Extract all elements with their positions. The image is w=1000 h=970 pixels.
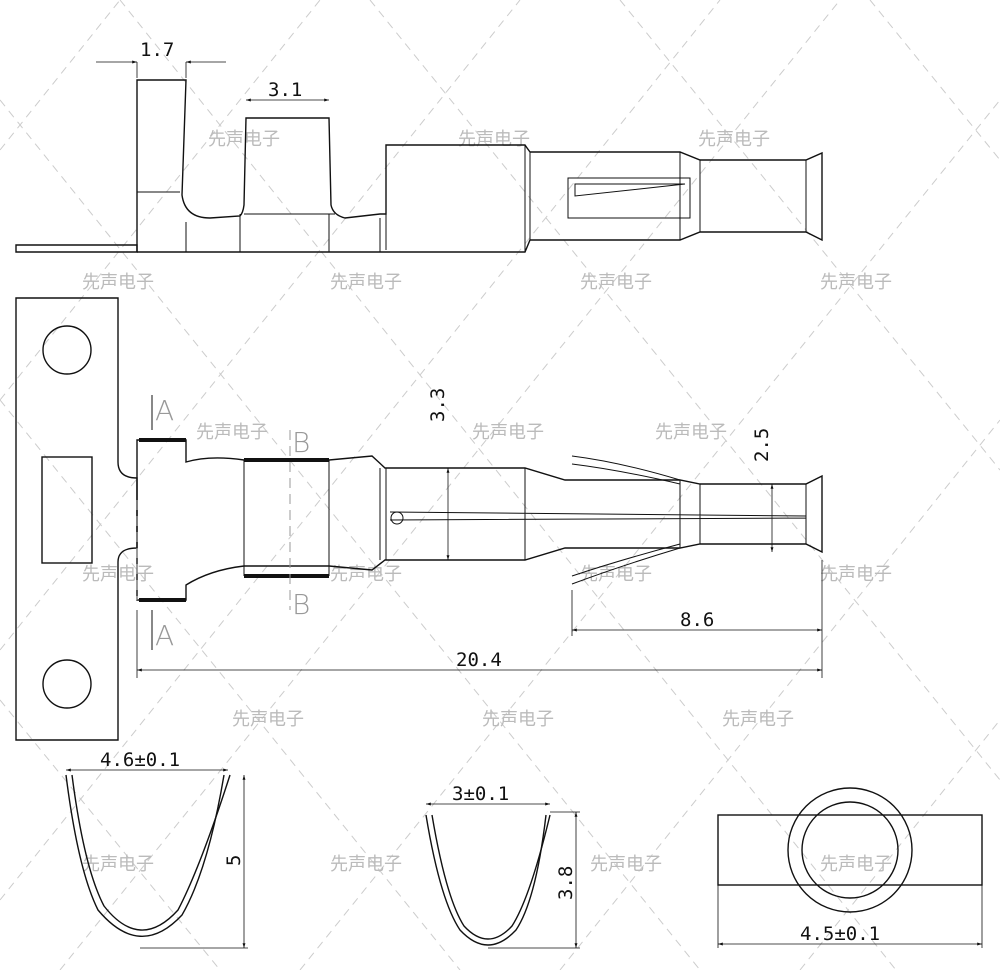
end-view: 4.5±0.1 — [717, 787, 983, 948]
svg-text:先声电子: 先声电子 — [196, 422, 268, 443]
crimp-width-dimension: 3.1 — [268, 79, 302, 101]
svg-text:先声电子: 先声电子 — [330, 854, 402, 875]
svg-text:先声电子: 先声电子 — [472, 422, 544, 443]
section-a-width-dimension: 4.6±0.1 — [100, 749, 180, 771]
svg-text:先声电子: 先声电子 — [232, 709, 304, 730]
svg-text:先声电子: 先声电子 — [482, 709, 554, 730]
svg-text:先声电子: 先声电子 — [330, 564, 402, 585]
svg-text:先声电子: 先声电子 — [820, 272, 892, 293]
svg-text:先声电子: 先声电子 — [698, 129, 770, 150]
side-view: 1.7 3.1 — [15, 39, 823, 253]
svg-text:先声电子: 先声电子 — [722, 709, 794, 730]
svg-text:先声电子: 先声电子 — [820, 564, 892, 585]
end-view-width-dimension: 4.5±0.1 — [800, 923, 880, 945]
section-a-label-top: A — [155, 394, 174, 427]
svg-text:先声电子: 先声电子 — [208, 129, 280, 150]
barrel-height-dimension: 3.3 — [427, 388, 449, 422]
svg-text:先声电子: 先声电子 — [820, 854, 892, 875]
section-b-height-dimension: 3.8 — [555, 866, 577, 900]
section-a-view: 4.6±0.1 5 — [65, 749, 248, 949]
section-a-label-bottom: A — [155, 619, 174, 652]
svg-text:先声电子: 先声电子 — [82, 854, 154, 875]
watermark-texts: 先声电子 先声电子 先声电子 先声电子 先声电子 先声电子 先声电子 先声电子 … — [82, 129, 892, 875]
overall-length-dimension: 20.4 — [456, 649, 502, 671]
tip-height-dimension: 2.5 — [751, 428, 773, 462]
section-b-width-dimension: 3±0.1 — [452, 783, 509, 805]
section-a-height-dimension: 5 — [223, 855, 245, 866]
top-view: A A B B 3.3 2.5 8.6 20.4 — [15, 297, 823, 741]
section-b-label-top: B — [292, 426, 310, 459]
svg-text:先声电子: 先声电子 — [590, 854, 662, 875]
svg-text:先声电子: 先声电子 — [458, 129, 530, 150]
svg-text:先声电子: 先声电子 — [580, 272, 652, 293]
svg-text:先声电子: 先声电子 — [330, 272, 402, 293]
svg-text:先声电子: 先声电子 — [655, 422, 727, 443]
tab-width-dimension: 1.7 — [140, 39, 174, 61]
spring-length-dimension: 8.6 — [680, 609, 714, 631]
svg-text:先声电子: 先声电子 — [82, 272, 154, 293]
section-b-view: 3±0.1 3.8 — [425, 783, 580, 949]
section-b-label-bottom: B — [292, 588, 310, 621]
svg-text:先声电子: 先声电子 — [580, 564, 652, 585]
